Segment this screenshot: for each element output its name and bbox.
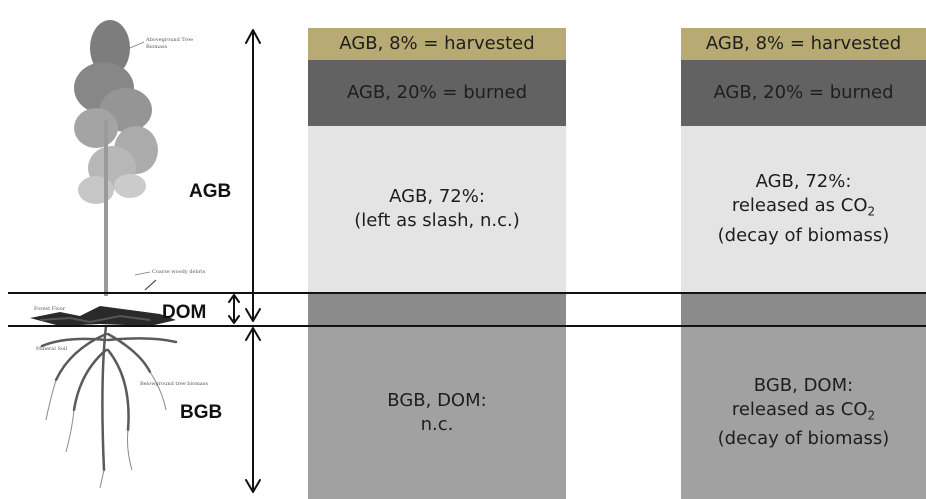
col2-remaining-block: AGB, 72%: released as CO2 (decay of biom… (681, 126, 926, 292)
tree-annotation-mineral-soil: Mineral Soil (36, 346, 67, 352)
col2-bgb-line-2-wrap: released as CO2 (718, 398, 890, 428)
col2-bgb-co2-subscript: 2 (867, 408, 876, 423)
tree-annotation-forest-floor: Forest Floor (34, 306, 66, 312)
dom-top-boundary (8, 292, 926, 294)
col2-harvested-block: AGB, 8% = harvested (681, 28, 926, 60)
col2-bgb-line-1: BGB, DOM: (753, 374, 854, 396)
column-1: AGB, 8% = harvested AGB, 20% = burned AG… (308, 28, 566, 499)
col1-bgb-line-1: BGB, DOM: (387, 389, 487, 411)
col2-remaining-line-2: released as CO (731, 195, 868, 217)
dom-arrow-head-up (228, 294, 240, 303)
col2-dom-band (681, 292, 926, 326)
col1-remaining-line-2: (left as slash, n.c.) (354, 210, 520, 231)
col2-remaining-line-1: AGB, 72%: (755, 171, 852, 193)
col2-bgb-block: BGB, DOM: released as CO2 (decay of biom… (681, 326, 926, 499)
bgb-label: BGB (180, 402, 223, 423)
col2-remaining-line-3: (decay of biomass) (717, 224, 890, 246)
col1-harvested-block: AGB, 8% = harvested (308, 28, 566, 60)
col2-remaining-co2-subscript: 2 (867, 204, 876, 219)
column-2: AGB, 8% = harvested AGB, 20% = burned AG… (681, 28, 926, 499)
col1-burned-label: AGB, 20% = burned (346, 82, 528, 103)
col1-bgb-block: BGB, DOM: n.c. (308, 326, 566, 499)
tree-annotation-coarse-woody: Coarse woody debris (152, 269, 206, 275)
col2-burned-block: AGB, 20% = burned (681, 60, 926, 126)
col1-bgb-line-2: n.c. (420, 413, 454, 435)
col2-burned-label: AGB, 20% = burned (713, 82, 894, 103)
col1-dom-band (308, 292, 566, 326)
dom-bottom-boundary (8, 325, 926, 327)
tree-annotation-aboveground-1: Aboveground Tree (145, 37, 193, 43)
dom-arrow-head-down (228, 315, 240, 324)
tree-annotation-aboveground-2: Biomass (146, 44, 168, 50)
tree-annotation-belowground: Belowground tree biomass (140, 381, 208, 387)
tree-illustration: Aboveground Tree Biomass Coarse woody de… (0, 0, 260, 499)
agb-arrow-head-up (245, 29, 261, 44)
dom-label: DOM (162, 302, 207, 323)
col2-remaining-line-2-wrap: released as CO2 (718, 194, 890, 224)
bgb-arrow-head-down (245, 479, 261, 493)
col2-bgb-line-3: (decay of biomass) (717, 428, 890, 450)
bgb-arrow-head-up (245, 327, 261, 341)
col2-bgb-line-2: released as CO (731, 398, 868, 420)
agb-label: AGB (189, 181, 232, 202)
col1-remaining-line-1: AGB, 72%: (389, 186, 485, 207)
tree-svg: Aboveground Tree Biomass Coarse woody de… (30, 20, 208, 489)
col1-harvested-label: AGB, 8% = harvested (339, 33, 535, 54)
col2-harvested-label: AGB, 8% = harvested (705, 33, 902, 54)
col1-burned-block: AGB, 20% = burned (308, 60, 566, 126)
agb-arrow-head-down (245, 308, 261, 322)
col1-remaining-block: AGB, 72%: (left as slash, n.c.) (308, 126, 566, 292)
